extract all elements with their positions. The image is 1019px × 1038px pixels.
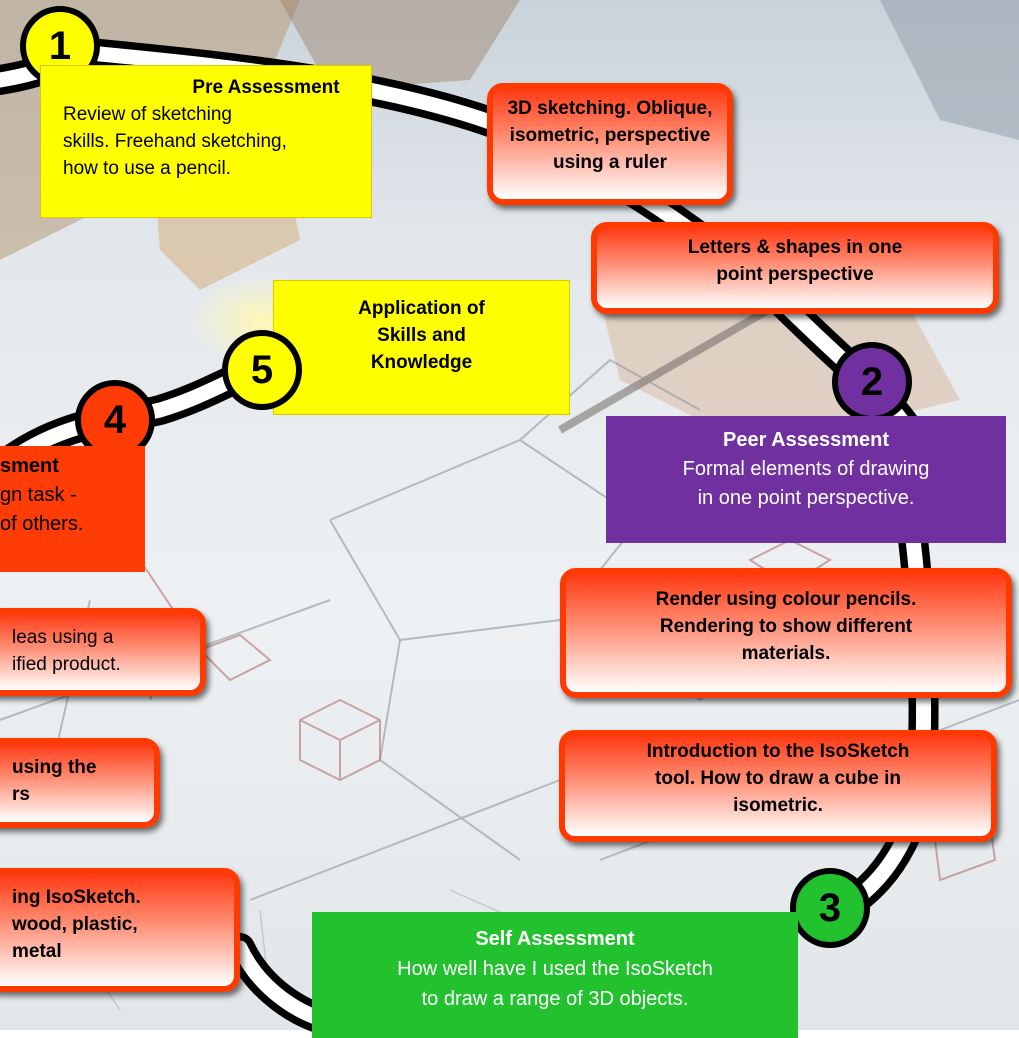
marker-5-number: 5 xyxy=(250,347,274,392)
application-box: Application of Skills and Knowledge xyxy=(273,280,570,415)
marker-3: 3 xyxy=(790,868,870,948)
marker-4-number: 4 xyxy=(103,397,127,442)
step-render-line-2: Rendering to show different xyxy=(659,616,913,637)
step-3d-sketching: 3D sketching. Oblique, isometric, perspe… xyxy=(487,83,733,205)
step-letters-shapes-line-1: Letters & shapes in one xyxy=(687,237,903,258)
step-intro-line-3: isometric. xyxy=(733,795,823,816)
marker-1-number: 1 xyxy=(48,23,72,68)
step-render-line-3: materials. xyxy=(741,643,831,664)
step-isosketch-line-2: wood, plastic, xyxy=(12,914,138,935)
pre-assessment-line-3: how to use a pencil. xyxy=(63,158,231,179)
marker-2: 2 xyxy=(832,342,912,422)
application-line-2: Skills and xyxy=(377,325,466,346)
peer-assessment-line-1: Formal elements of drawing xyxy=(682,458,930,480)
pre-assessment-line-1: Review of sketching xyxy=(63,104,232,125)
final-assessment-line-2: of others. xyxy=(0,513,84,535)
marker-2-number: 2 xyxy=(860,359,884,404)
step-isosketch-line-1: ing IsoSketch. xyxy=(12,887,141,908)
application-line-3: Knowledge xyxy=(370,352,473,373)
step-intro-line-1: Introduction to the IsoSketch xyxy=(646,741,910,762)
pre-assessment-line-2: skills. Freehand sketching, xyxy=(63,131,287,152)
peer-assessment-line-2: in one point perspective. xyxy=(697,487,915,509)
step-using-the-line-2: rs xyxy=(12,784,30,805)
step-letters-shapes-line-2: point perspective xyxy=(716,264,874,285)
step-ideas-line-2: ified product. xyxy=(12,654,121,675)
peer-assessment-title: Peer Assessment xyxy=(722,429,890,451)
final-assessment-title: sment xyxy=(0,455,59,477)
step-render-line-1: Render using colour pencils. xyxy=(655,589,917,610)
self-assessment-line-2: to draw a range of 3D objects. xyxy=(421,988,689,1010)
step-using-the-line-1: using the xyxy=(12,757,97,778)
step-isosketch-materials: ing IsoSketch. wood, plastic, metal xyxy=(0,868,240,992)
application-line-1: Application of xyxy=(358,298,485,319)
step-isosketch-line-3: metal xyxy=(12,941,62,962)
pre-assessment-title: Pre Assessment xyxy=(192,77,340,98)
final-assessment-line-1: gn task - xyxy=(0,484,77,506)
step-intro-line-2: tool. How to draw a cube in xyxy=(655,768,901,789)
self-assessment-box: Self Assessment How well have I used the… xyxy=(312,912,798,1038)
peer-assessment-box: Peer Assessment Formal elements of drawi… xyxy=(606,416,1006,543)
final-assessment-box: sment gn task - of others. xyxy=(0,446,145,572)
step-letters-shapes: Letters & shapes in one point perspectiv… xyxy=(591,222,999,314)
step-3d-sketching-line-3: using a ruler xyxy=(552,152,668,173)
marker-5: 5 xyxy=(222,330,302,410)
step-intro-isosketch: Introduction to the IsoSketch tool. How … xyxy=(559,730,997,842)
step-ideas-line-1: leas using a xyxy=(12,627,114,648)
step-3d-sketching-line-1: 3D sketching. Oblique, xyxy=(507,98,713,119)
step-using-the: using the rs xyxy=(0,738,160,828)
step-render-colour-pencils: Render using colour pencils. Rendering t… xyxy=(560,568,1012,698)
pre-assessment-box: Pre Assessment Review of sketching skill… xyxy=(40,65,372,218)
marker-3-number: 3 xyxy=(818,885,842,930)
step-3d-sketching-line-2: isometric, perspective xyxy=(509,125,711,146)
step-ideas-product: leas using a ified product. xyxy=(0,608,206,696)
self-assessment-line-1: How well have I used the IsoSketch xyxy=(397,958,713,980)
self-assessment-title: Self Assessment xyxy=(475,928,635,950)
